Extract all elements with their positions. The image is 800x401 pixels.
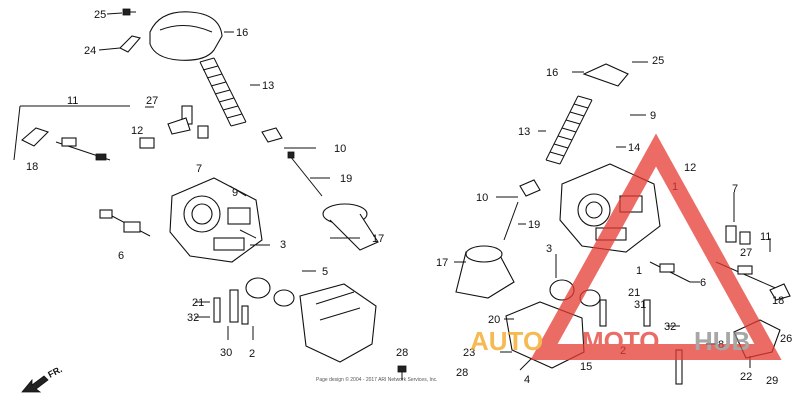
callout-13-r: 13: [518, 126, 530, 138]
part-screw-25-left: [122, 8, 136, 16]
callout-17: 17: [372, 233, 384, 245]
part-float-chamber-5-left: [299, 283, 377, 363]
part-bolt-28-left: [397, 365, 407, 380]
callout-1-r: 1: [636, 265, 642, 277]
callout-32-r: 32: [664, 321, 676, 333]
callout-3-r: 3: [546, 243, 552, 255]
part-float-3-left: [245, 277, 295, 307]
callout-32: 32: [187, 312, 199, 324]
part-jet-6-right: [649, 261, 691, 283]
callout-20-r: 20: [488, 314, 500, 326]
callout-7: 7: [196, 163, 202, 175]
part-spring-13-right: [545, 95, 593, 165]
callout-7-r: 7: [732, 183, 738, 195]
callout-23-r: 23: [463, 347, 475, 359]
part-bracket-24-left: [119, 35, 141, 53]
callout-24: 24: [84, 45, 96, 57]
callout-12: 12: [131, 125, 143, 137]
callout-27-r: 27: [740, 247, 752, 259]
callout-16-r: 16: [546, 67, 558, 79]
front-arrow: FR.: [21, 364, 64, 393]
callout-9-r: 9: [650, 110, 656, 122]
part-spring-13-left: [199, 57, 247, 127]
part-cluster-27-12-7-left: [139, 105, 209, 149]
callout-9: 9: [232, 187, 238, 199]
part-screw-11-right: [715, 261, 791, 301]
front-arrow-label: FR.: [46, 364, 63, 380]
callout-6-r: 6: [700, 277, 706, 289]
part-diaphragm-17-right: [455, 245, 515, 299]
callout-21: 21: [192, 297, 204, 309]
watermark-auto: AUTO: [470, 326, 543, 356]
callout-26-r: 26: [780, 333, 792, 345]
callout-28: 28: [396, 347, 408, 359]
callout-10-r: 10: [476, 192, 488, 204]
callout-21-r: 21: [628, 287, 640, 299]
callout-25: 25: [94, 9, 106, 21]
callout-18-r: 18: [772, 295, 784, 307]
callout-11-r: 11: [760, 231, 771, 243]
part-screw-11-left: [21, 127, 111, 161]
callout-11: 11: [67, 95, 78, 107]
callout-5: 5: [322, 266, 328, 278]
callout-22-r: 22: [740, 371, 752, 383]
callout-27: 27: [146, 95, 158, 107]
automotohub-watermark: AUTO MOTO HUB: [470, 133, 782, 360]
callout-17-r: 17: [436, 257, 448, 269]
callout-18: 18: [26, 161, 38, 173]
callout-25-r: 25: [652, 55, 664, 67]
callout-2: 2: [249, 348, 255, 360]
callout-12-r: 12: [684, 162, 696, 174]
part-jet-6-left: [99, 209, 151, 237]
callout-4-r: 4: [524, 374, 530, 386]
callout-14-r: 14: [628, 142, 640, 154]
callout-28-r: 28: [456, 367, 468, 379]
watermark-moto: MOTO: [582, 326, 660, 356]
part-needle-10-right: [503, 179, 541, 241]
callout-30: 30: [220, 347, 232, 359]
callout-13: 13: [262, 80, 274, 92]
callouts-right: 16 25 13 9 14 12 10 19 7 17 3 1 11 27 6 …: [436, 55, 792, 387]
part-needle-10-left: [261, 127, 323, 197]
watermark-hub: HUB: [694, 326, 750, 356]
part-diaphragm-17-left: [322, 203, 379, 251]
callout-15-r: 15: [580, 361, 592, 373]
part-screws-bottom-right: [599, 299, 683, 385]
copyright-text: Page design © 2004 - 2017 ARI Network Se…: [316, 376, 438, 383]
part-cap-16-left: [149, 11, 223, 61]
part-cap-16-right: [582, 63, 629, 87]
watermark-triangle: [530, 133, 782, 360]
callout-3: 3: [280, 239, 286, 251]
callout-19-r: 19: [528, 219, 540, 231]
callout-16: 16: [236, 27, 248, 39]
callout-29-r: 29: [766, 375, 778, 387]
callout-31-r: 31: [634, 299, 646, 311]
part-screws-bottom-left: [213, 289, 249, 325]
part-carb-body-left: [169, 177, 263, 263]
callout-6: 6: [118, 250, 124, 262]
callout-10: 10: [334, 143, 346, 155]
callout-19: 19: [340, 173, 352, 185]
callouts-left: 25 16 24 13 11 27 12 10 7 18 19 9 17 6 3…: [26, 9, 408, 360]
part-cluster-7-27-right: [725, 225, 751, 245]
